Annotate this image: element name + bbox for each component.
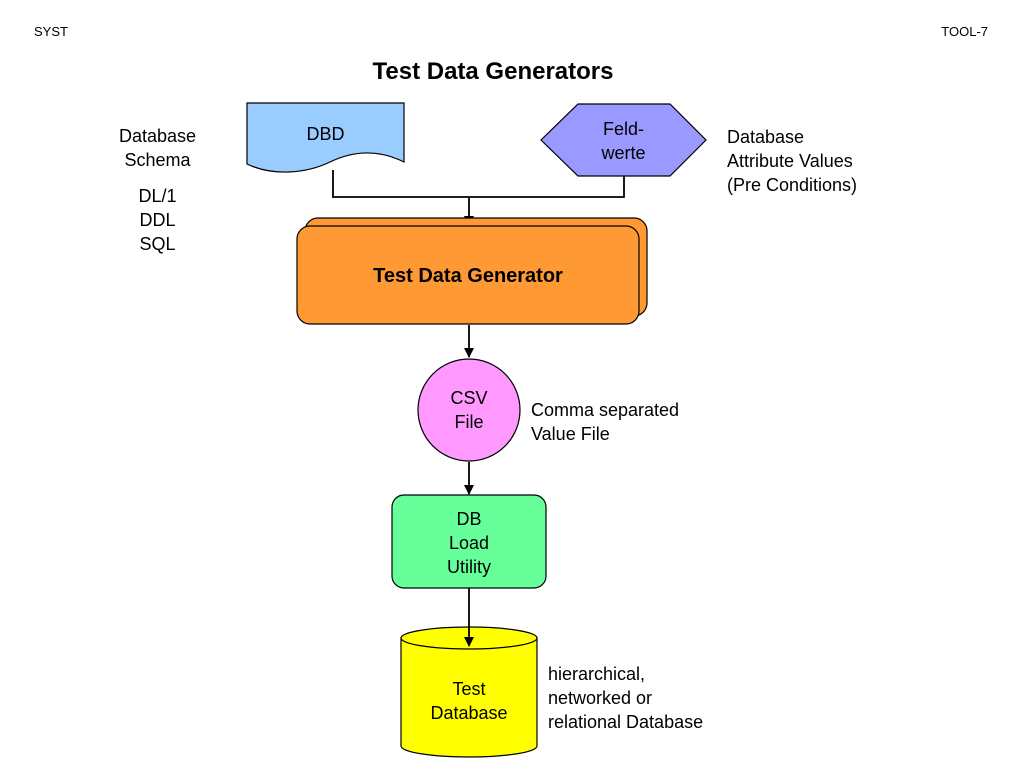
feldwerte-label: Feld- werte — [601, 119, 646, 163]
dbd-label: DBD — [306, 124, 345, 144]
generator-box-shape — [296, 225, 640, 325]
connector-dbd — [332, 170, 469, 198]
testdb-label: Test Database — [430, 679, 508, 723]
dbd-document-shape — [246, 102, 405, 173]
note-schema-languages: DL/1 DDL SQL — [138, 186, 177, 254]
note-database-schema: Database Schema — [118, 126, 197, 170]
header-left: SYST — [34, 24, 68, 39]
generator-label: Test Data Generator — [373, 265, 563, 287]
feldwerte-hexagon-shape — [540, 103, 707, 177]
csv-circle-shape — [417, 358, 521, 462]
note-attribute-values: Database Attribute Values (Pre Condition… — [727, 127, 858, 195]
loader-label: DB Load Utility — [447, 509, 491, 577]
diagram-title: Test Data Generators — [372, 58, 614, 85]
csv-label: CSV File — [450, 388, 488, 432]
header-right: TOOL-7 — [941, 24, 988, 39]
note-database-types: hierarchical, networked or relational Da… — [548, 664, 704, 732]
testdb-cylinder-body — [400, 637, 538, 758]
note-csv-description: Comma separated Value File — [531, 400, 680, 444]
connector-feldwerte — [469, 176, 625, 198]
